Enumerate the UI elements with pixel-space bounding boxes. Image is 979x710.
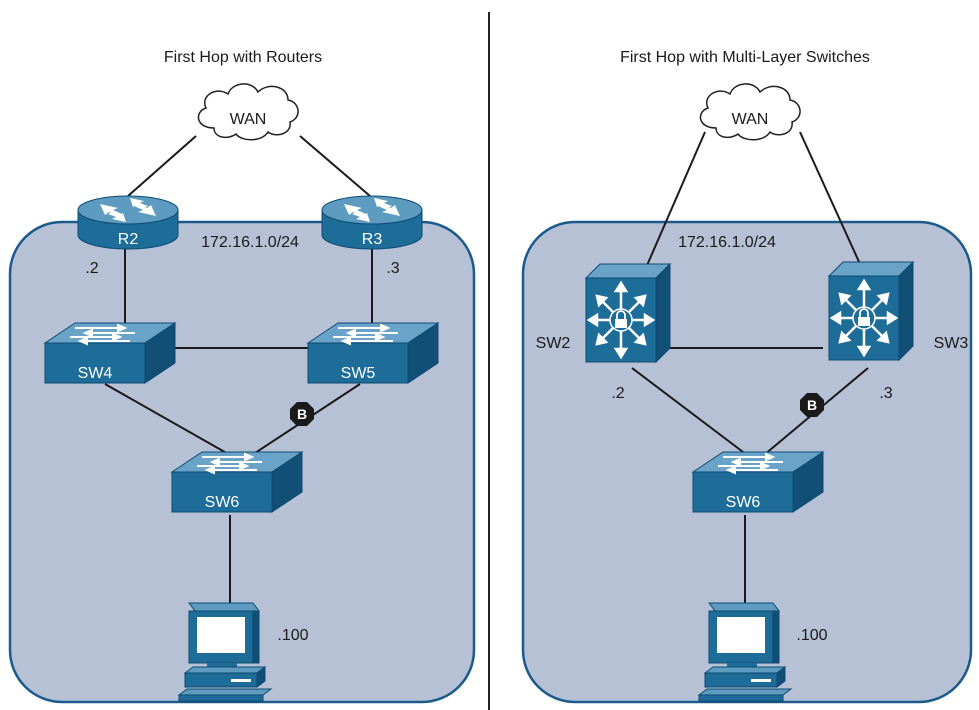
right-wan-label: WAN xyxy=(732,111,769,128)
right-subnet-label: 172.16.1.0/24 xyxy=(678,234,776,251)
left-blocked-port-label: B xyxy=(297,406,307,422)
r3-ip-label: .3 xyxy=(386,260,399,277)
left-wan-label: WAN xyxy=(230,111,267,128)
left-panel: First Hop with Routers WAN R2 R3 172.16.… xyxy=(8,49,476,704)
router-r2-label: R2 xyxy=(118,231,139,248)
left-workstation-icon xyxy=(178,602,272,702)
left-panel-title: First Hop with Routers xyxy=(164,49,322,66)
mls-sw3-icon xyxy=(827,260,915,362)
right-host-ip-label: .100 xyxy=(796,627,827,644)
mls-sw2-icon xyxy=(584,262,672,364)
right-blocked-port-marker xyxy=(800,393,824,417)
left-blocked-port-marker xyxy=(290,402,314,426)
router-r3-label: R3 xyxy=(362,231,383,248)
switch-sw6-left-label: SW6 xyxy=(205,494,240,511)
right-blocked-port-label: B xyxy=(807,397,817,413)
left-host-ip-label: .100 xyxy=(277,627,308,644)
right-panel: First Hop with Multi-Layer Switches WAN … xyxy=(521,49,973,704)
sw3-ip-label: .3 xyxy=(879,385,892,402)
switch-sw4-label: SW4 xyxy=(78,365,113,382)
right-panel-title: First Hop with Multi-Layer Switches xyxy=(620,49,870,66)
left-subnet-label: 172.16.1.0/24 xyxy=(201,234,299,251)
r2-ip-label: .2 xyxy=(85,260,98,277)
mls-sw2-label: SW2 xyxy=(536,335,571,352)
sw2-ip-label: .2 xyxy=(611,385,624,402)
mls-sw3-label: SW3 xyxy=(934,335,969,352)
switch-sw5-label: SW5 xyxy=(341,365,376,382)
left-links xyxy=(104,135,373,605)
switch-sw6-right-label: SW6 xyxy=(726,494,761,511)
right-workstation-icon xyxy=(698,602,792,702)
